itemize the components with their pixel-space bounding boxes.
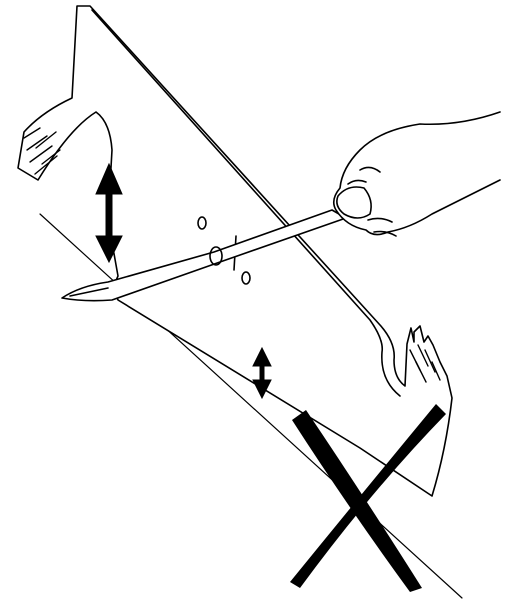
incorrect-cross-mark	[290, 404, 446, 592]
blade-hole-bottom	[241, 271, 251, 285]
blade-tip-slots-left	[23, 127, 61, 175]
blade-edge-line	[91, 9, 401, 397]
thumb	[336, 186, 372, 219]
finger-lines	[359, 166, 397, 237]
rod-tip-detail	[69, 287, 109, 297]
rod-collar	[209, 246, 223, 266]
large-double-arrow	[95, 162, 123, 264]
blade-hole-top	[197, 216, 207, 230]
small-double-arrow	[252, 346, 272, 400]
blade-tip-slots-right	[409, 344, 441, 383]
knuckle-line	[347, 179, 367, 185]
hand	[332, 111, 501, 236]
guide-line	[39, 213, 463, 599]
